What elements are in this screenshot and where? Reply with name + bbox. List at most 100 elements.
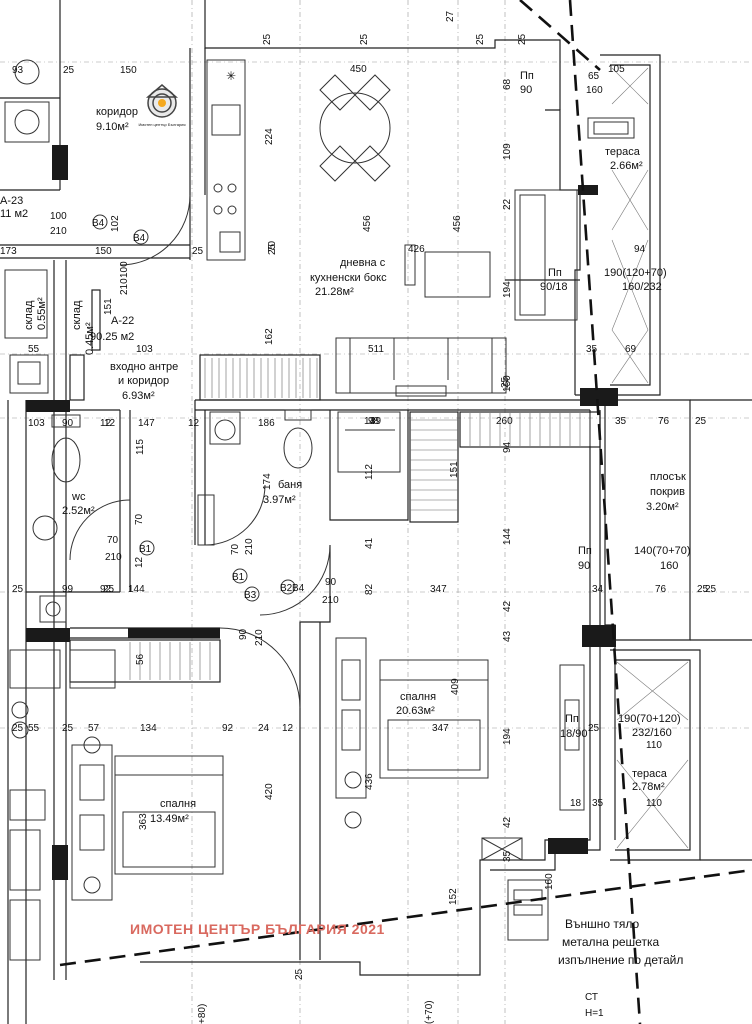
room-area-entrance: 6.93м² xyxy=(122,390,155,402)
dimension-label: 110 xyxy=(646,740,662,751)
note-line-3: изпълнение по детайл xyxy=(558,953,683,967)
room-name-living-2: кухненски бокс xyxy=(310,272,387,284)
dimension-label: 134 xyxy=(140,723,157,734)
dimension-label: Н=1 xyxy=(585,1008,604,1019)
door-tag: В1 xyxy=(232,572,245,583)
note-line-2: метална решетка xyxy=(562,935,659,949)
dimension-label: 27 xyxy=(445,10,456,22)
dimension-label: 82 xyxy=(364,583,375,595)
dimension-label: 70 xyxy=(267,240,278,252)
dimension-label: 65 xyxy=(588,71,600,82)
dimension-label: 150 xyxy=(95,246,112,257)
dimension-label: 436 xyxy=(364,773,375,790)
room-area-storage-2: 0.45м² xyxy=(84,322,96,355)
dimension-label: 103 xyxy=(136,344,153,355)
dimension-label: 12 xyxy=(282,723,294,734)
floor-hatch-strips xyxy=(69,289,601,683)
dimension-label: 260 xyxy=(496,416,513,427)
dimension-label: 115 xyxy=(135,439,146,455)
window-labels: Пп 90 Пп 90/18 Пп 90 Пп 18/90 190(120+70… xyxy=(520,70,691,740)
room-area-terrace-top: 2.66м² xyxy=(610,160,643,172)
dimension-label: 210 xyxy=(322,595,339,606)
room-area-living: 21.28м² xyxy=(315,286,354,298)
dimension-label: 57 xyxy=(88,723,100,734)
room-name-flat-roof-1: плосък xyxy=(650,471,686,483)
dimension-label: 94 xyxy=(634,244,646,255)
terrace-hatching xyxy=(611,67,689,849)
dimension-label: 25 xyxy=(517,33,528,45)
dimension-label: 409 xyxy=(450,678,461,695)
dimension-label: 69 xyxy=(625,344,637,355)
window-value: 90 xyxy=(578,560,590,572)
dimension-label: 22 xyxy=(502,198,513,210)
dimension-label: 25 xyxy=(62,723,74,734)
dimension-label: 70 xyxy=(134,513,145,525)
dimension-label: 76 xyxy=(655,584,667,595)
dimension-label: 12 xyxy=(100,418,112,429)
door-tag: В4 xyxy=(133,233,146,244)
dimension-label: 25 xyxy=(262,33,273,45)
dimension-label: 25 xyxy=(267,243,278,255)
dimension-label: 35 xyxy=(586,344,598,355)
dimension-label: 25 xyxy=(588,723,600,734)
dimension-label: 151 xyxy=(103,298,114,315)
dimension-label: 18 xyxy=(570,798,582,809)
dimension-label: 25 xyxy=(103,584,115,595)
apartment-area: 90.25 м2 xyxy=(90,331,134,343)
opening-size-line: 190(120+70) xyxy=(604,267,667,279)
section-cut-lines xyxy=(59,0,752,1024)
opening-size-line: 160/232 xyxy=(622,281,662,293)
dimension-label: 56 xyxy=(135,653,146,665)
room-name-wc: wc xyxy=(71,491,86,503)
dimension-label: (+70) xyxy=(424,1000,435,1024)
room-name-bedroom-small: спалня xyxy=(160,798,196,810)
apartment-area-neighbor: 11 м2 xyxy=(0,208,28,220)
room-name-flat-roof-2: покрив xyxy=(650,486,685,498)
dimension-label: 210 xyxy=(254,629,265,646)
dimension-label: 35 xyxy=(592,798,604,809)
dimension-label: 210 xyxy=(105,552,122,563)
dimension-label: 39 xyxy=(370,416,382,427)
dimension-label: 105 xyxy=(608,64,625,75)
dimension-label: 456 xyxy=(452,215,463,232)
tv-unit xyxy=(404,244,491,298)
dimension-label: 147 xyxy=(138,418,155,429)
dimension-label: 110 xyxy=(646,798,662,809)
dimension-label: 98 xyxy=(368,416,380,427)
dimension-label: 160 xyxy=(586,85,603,96)
dimension-label: 55 xyxy=(28,723,40,734)
dimension-label: 102 xyxy=(110,215,121,232)
dimension-label: 25 xyxy=(12,584,24,595)
dimension-label: 450 xyxy=(350,64,367,75)
dimension-label: 150 xyxy=(502,375,513,392)
dimension-label: 43 xyxy=(502,630,513,642)
room-name-entrance-1: входно антре xyxy=(110,361,178,373)
brand-logo: Имотен център България xyxy=(138,84,186,127)
neighbor-fixtures xyxy=(4,59,116,961)
dimension-label: 186 xyxy=(258,418,275,429)
room-area-bedroom-small: 13.49м² xyxy=(150,813,189,825)
apartment-code-neighbor: А-23 xyxy=(0,195,23,207)
dimension-label: 90 xyxy=(62,418,74,429)
armchair xyxy=(514,189,578,321)
dimension-label: +80) xyxy=(197,1004,208,1024)
window-value: 90 xyxy=(520,84,532,96)
dimension-label: 35 xyxy=(615,416,627,427)
room-name-bath: баня xyxy=(278,479,302,491)
dimension-label: 100 xyxy=(119,261,130,278)
dimension-label: 90 xyxy=(325,577,337,588)
dimension-label: 25 xyxy=(63,65,75,76)
room-name-terrace-top: тераса xyxy=(605,146,641,158)
dimension-label: 68 xyxy=(502,78,513,90)
room-name-storage-2: склад xyxy=(71,300,83,330)
dimension-label: 144 xyxy=(128,584,145,595)
room-area-bedroom-big: 20.63м² xyxy=(396,705,435,717)
dimension-label: 25 xyxy=(359,33,370,45)
dimension-label: 174 xyxy=(262,473,273,490)
door-tag: В1 xyxy=(139,544,152,555)
dimension-label: 93 xyxy=(12,65,24,76)
radiator-top xyxy=(587,117,635,139)
dimension-label: 42 xyxy=(502,600,513,612)
